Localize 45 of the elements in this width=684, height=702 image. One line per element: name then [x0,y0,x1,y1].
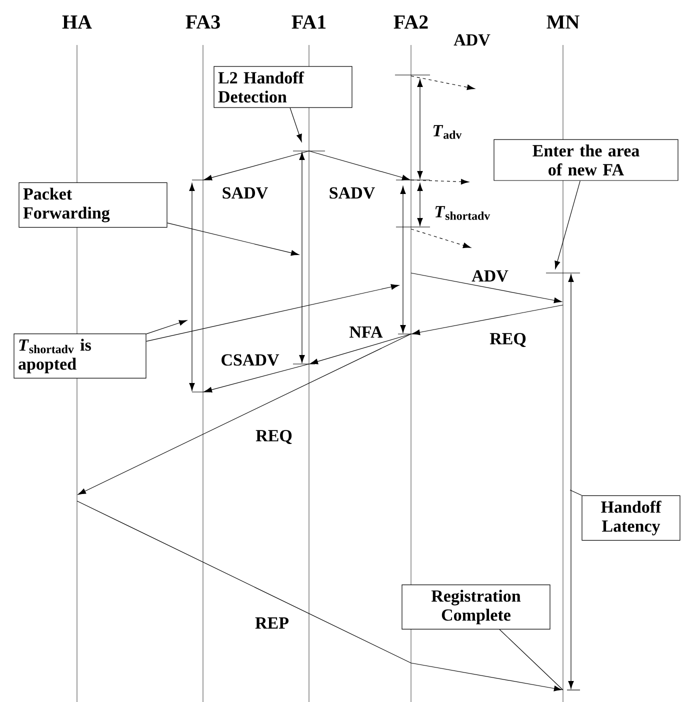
arrow [410,178,469,185]
arrow [412,304,564,336]
lifeline [562,45,564,702]
edge-label: NFA [348,325,384,339]
lifeline [202,45,204,702]
interval-label: T$_{shortadv}$ [435,206,490,220]
edge-label: ADV [470,269,510,283]
lifeline-label: MN [546,15,580,29]
text-box: L2 Handoff Detection [214,66,352,108]
edge-label: ADV [452,33,492,47]
arrow [204,150,310,180]
arrow [204,364,310,392]
text-box: Enter the area of new FA [494,139,678,181]
text-box: Registration Complete [402,584,550,630]
lifeline-label: FA1 [292,15,326,29]
lifeline [308,45,310,702]
leader-line [570,490,582,496]
lifeline-label: HA [62,15,92,29]
arrow [308,150,410,180]
arrow [310,334,412,364]
leader-line [554,180,580,269]
arrow [410,228,471,248]
text-box: T$_{shortadv}$ is apopted [14,334,146,378]
arrow [78,334,412,495]
edge-label: CSADV [220,353,280,367]
arrow [410,272,562,304]
lifeline [76,45,78,702]
arrow [410,76,475,90]
arrow [76,500,562,692]
edge-label: REQ [488,332,528,348]
text-box: Packet Forwarding [18,182,168,228]
edge-label: SADV [220,186,270,200]
edge-label: REP [254,616,290,630]
edge-label: REQ [254,429,294,445]
lifeline-label: FA2 [394,15,428,29]
leader-line [290,108,302,142]
text-box: Handoff Latency [582,495,680,541]
edge-label: SADV [328,186,376,200]
leader-line [499,629,564,690]
interval-label: T$_{adv}$ [433,125,462,139]
lifeline-label: FA3 [186,15,220,29]
leader-line [167,222,299,256]
leader-line [146,284,399,342]
lifeline [410,45,412,702]
leader-line [146,320,187,334]
